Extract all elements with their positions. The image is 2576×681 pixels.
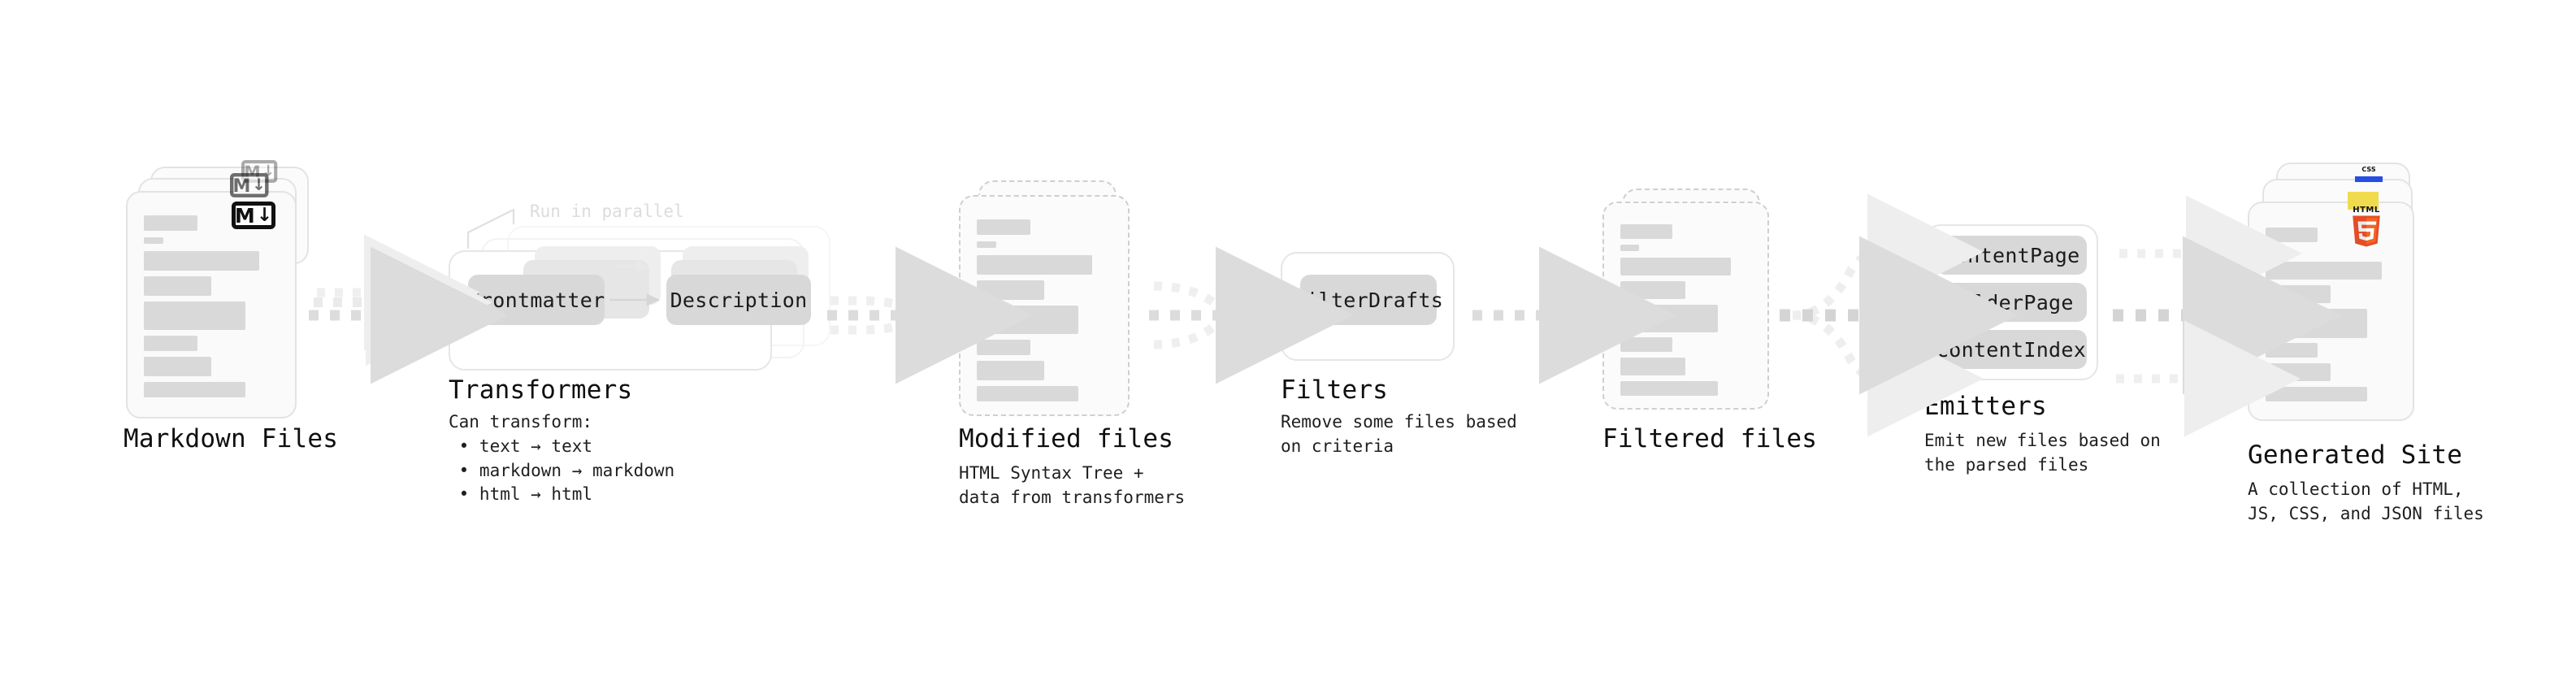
- pill-filterdrafts[interactable]: FilterDrafts: [1294, 275, 1443, 325]
- css-icon-label: CSS: [2361, 166, 2376, 173]
- stage-title-filters: Filters: [1281, 375, 1389, 405]
- stage-title-generated-site: Generated Site: [2248, 440, 2463, 470]
- stage-title-markdown-files: Markdown Files: [124, 424, 339, 453]
- file-content-placeholder: [961, 197, 1128, 414]
- stage-generated-site: CSS HTML: [2248, 163, 2451, 423]
- stage-subtitle-filters: Remove some files based on criteria: [1281, 412, 1517, 456]
- pill-folderpage-label: FolderPage: [1949, 290, 2074, 314]
- connector-filtered-files-to-emitters: [1780, 193, 2018, 437]
- stage-subtitle-generated-site: A collection of HTML, JS, CSS, and JSON …: [2248, 479, 2484, 523]
- file-content-placeholder: [1604, 203, 1767, 408]
- pill-filterdrafts-label: FilterDrafts: [1293, 288, 1444, 312]
- file-sheet-front: [1602, 202, 1769, 410]
- stage-subtitle-transformers: Can transform: • text → text • markdown …: [449, 412, 675, 505]
- stage-filters: FilterDrafts: [1281, 252, 1458, 362]
- stage-filtered-files: [1602, 189, 1789, 416]
- stage-transformers: Frontmatter Description: [449, 202, 830, 371]
- html5-shield-icon: [2353, 215, 2380, 247]
- connector-transformers-to-modified-files: [827, 246, 1033, 384]
- run-in-parallel-annotation: Run in parallel: [530, 202, 684, 221]
- file-sheet-front: [959, 195, 1130, 416]
- markdown-file-stack: M↓ M↓ M↓: [126, 160, 329, 419]
- generated-file-stack: CSS HTML: [2248, 163, 2451, 423]
- modified-file-stack: [959, 180, 1146, 416]
- transformers-group: Frontmatter Description: [449, 202, 830, 371]
- filters-group: FilterDrafts: [1281, 252, 1458, 362]
- emitters-group: ContentPage FolderPage ContentIndex: [1924, 224, 2101, 387]
- stage-emitters: ContentPage FolderPage ContentIndex: [1924, 224, 2101, 387]
- html5-icon: HTML: [2351, 206, 2382, 251]
- stage-subtitle-emitters: Emit new files based on the parsed files: [1924, 431, 2161, 475]
- stage-modified-files: [959, 180, 1146, 416]
- connector-emitters-to-generated-site: [2113, 195, 2341, 437]
- pill-contentpage[interactable]: ContentPage: [1936, 236, 2087, 275]
- js-icon: [2348, 192, 2379, 210]
- stage-title-modified-files: Modified files: [959, 424, 1174, 453]
- pill-contentindex[interactable]: ContentIndex: [1936, 330, 2087, 369]
- stage-title-emitters: Emitters: [1924, 392, 2047, 421]
- stage-title-filtered-files: Filtered files: [1602, 424, 1818, 453]
- transformer-internal-arrows: [466, 208, 661, 306]
- pill-contentpage-label: ContentPage: [1942, 243, 2080, 267]
- stage-title-transformers: Transformers: [449, 375, 633, 405]
- file-sheet-html: [2248, 202, 2414, 421]
- pill-folderpage[interactable]: FolderPage: [1936, 283, 2087, 322]
- html5-icon-label: HTML: [2353, 206, 2380, 215]
- file-content-placeholder: [128, 193, 295, 417]
- connector-modified-files-to-filters: [1149, 246, 1353, 384]
- file-sheet-front: [126, 191, 297, 419]
- stage-markdown-files: M↓ M↓ M↓: [126, 160, 329, 419]
- markdown-icon: M↓: [232, 202, 275, 229]
- markdown-icon-middle: M↓: [230, 173, 269, 197]
- file-content-placeholder: [2249, 203, 2413, 419]
- stage-subtitle-modified-files: HTML Syntax Tree + data from transformer…: [959, 463, 1186, 507]
- css-icon: CSS: [2355, 166, 2383, 182]
- pill-description[interactable]: Description: [666, 275, 811, 325]
- pill-description-label: Description: [670, 288, 808, 312]
- filtered-file-stack: [1602, 189, 1789, 416]
- pill-contentindex-label: ContentIndex: [1936, 337, 2087, 362]
